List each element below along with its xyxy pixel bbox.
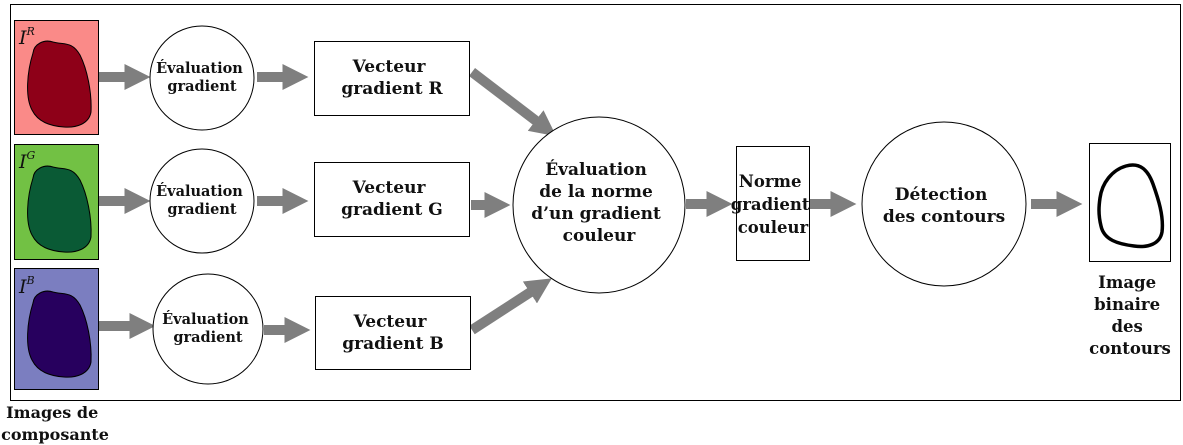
output-binary-image <box>1089 143 1171 262</box>
gradient-node-g-circle <box>149 148 255 254</box>
component-image-b-symbol: IB <box>18 274 35 298</box>
component-image-r: IR <box>14 20 99 135</box>
vector-box-r-frame <box>314 41 470 116</box>
output-label: Image binaire des contours <box>1089 273 1171 358</box>
component-image-r-symbol: IR <box>18 25 35 49</box>
gradient-node-r-circle <box>149 25 255 131</box>
component-image-g-shape <box>27 165 92 253</box>
arrow-vec-b-to-norm <box>469 278 552 335</box>
contour-detection-label: Détection des contours <box>883 185 1005 227</box>
gradient-node-g-label: Évaluation gradient <box>156 182 248 218</box>
vector-box-g-label: Vecteur gradient G <box>341 178 443 220</box>
contour-detection-node: Détection des contours <box>861 121 1027 287</box>
output-contour-shape <box>1097 163 1165 249</box>
vector-box-b: Vecteur gradient B <box>315 296 471 370</box>
component-image-b: IB <box>14 268 99 390</box>
vector-box-b-label: Vecteur gradient B <box>342 312 444 354</box>
norm-evaluation-node: Évaluation de la norme d’un gradient cou… <box>512 116 686 294</box>
norm-gradient-box: Norme gradient couleur <box>731 146 816 261</box>
gradient-node-r: Évaluation gradient <box>149 25 255 131</box>
norm-evaluation-ellipse <box>512 116 686 294</box>
gradient-node-b: Évaluation gradient <box>152 273 264 385</box>
component-image-r-shape <box>27 40 92 128</box>
norm-evaluation-label: Évaluation de la norme d’un gradient cou… <box>531 159 667 246</box>
component-image-b-shape <box>27 290 92 378</box>
gradient-node-b-circle <box>152 273 264 385</box>
images-label: Images de composante <box>1 403 109 444</box>
norm-gradient-label: Norme gradient couleur <box>731 172 816 237</box>
outer-frame <box>10 4 1181 401</box>
norm-gradient-frame <box>736 146 810 261</box>
vector-box-g: Vecteur gradient G <box>314 162 470 237</box>
contour-detection-circle <box>861 121 1027 287</box>
vector-box-r: Vecteur gradient R <box>314 41 470 116</box>
arrows <box>99 64 1083 343</box>
component-image-g-symbol: IG <box>18 149 36 173</box>
vector-box-b-frame <box>315 296 471 370</box>
gradient-node-b-label: Évaluation gradient <box>162 310 254 346</box>
vector-box-r-label: Vecteur gradient R <box>341 57 443 99</box>
vector-box-g-frame <box>314 162 470 237</box>
gradient-node-r-label: Évaluation gradient <box>156 59 248 95</box>
component-image-g: IG <box>14 144 99 260</box>
arrow-vec-r-to-norm <box>468 68 557 137</box>
gradient-node-g: Évaluation gradient <box>149 148 255 254</box>
